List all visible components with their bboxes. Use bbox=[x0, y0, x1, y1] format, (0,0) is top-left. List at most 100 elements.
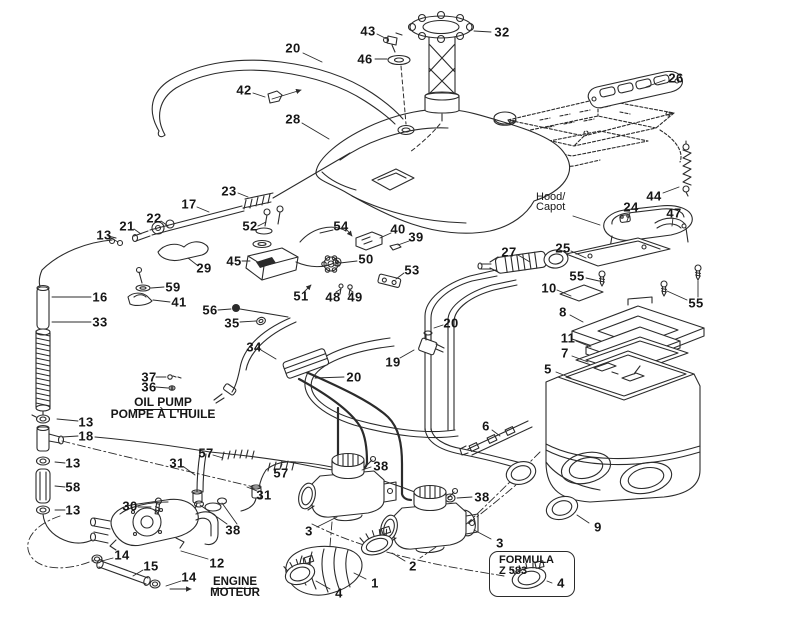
hood-spring bbox=[682, 140, 692, 197]
primer-pump bbox=[418, 249, 569, 471]
model-callout-box: FORMULA Z 583 bbox=[489, 551, 575, 597]
callout-38: 38 bbox=[225, 522, 241, 538]
leader-line bbox=[473, 529, 492, 540]
leader-line bbox=[54, 461, 66, 464]
leader-line bbox=[280, 463, 283, 468]
callout-15: 15 bbox=[143, 558, 159, 574]
callout-51: 51 bbox=[293, 288, 309, 304]
leader-line bbox=[569, 314, 584, 323]
callout-24: 24 bbox=[623, 199, 639, 215]
engine-label-en: ENGINE bbox=[212, 576, 258, 589]
leader-line bbox=[395, 272, 405, 280]
callout-46: 46 bbox=[357, 51, 373, 67]
fuel-gauge bbox=[407, 10, 475, 153]
callout-44: 44 bbox=[646, 188, 662, 204]
callout-26: 26 bbox=[668, 70, 684, 86]
leader-line bbox=[160, 220, 169, 227]
leader-line bbox=[546, 580, 553, 584]
callout-34: 34 bbox=[246, 339, 262, 355]
callout-6: 6 bbox=[482, 418, 490, 434]
leader-line bbox=[361, 466, 372, 471]
leader-line bbox=[391, 552, 406, 562]
leader-line bbox=[645, 79, 666, 88]
leader-line bbox=[152, 299, 171, 303]
callout-14: 14 bbox=[181, 569, 197, 585]
callout-13: 13 bbox=[65, 455, 81, 471]
grommets bbox=[456, 461, 579, 537]
leader-line bbox=[517, 254, 531, 263]
oil-pump-label-en: OIL PUMP bbox=[134, 395, 192, 410]
leader-line bbox=[556, 289, 572, 297]
fuel-filter-column bbox=[31, 284, 93, 544]
oil-pump-label-fr: POMPE À L'HUILE bbox=[110, 407, 216, 421]
leader-line bbox=[316, 516, 338, 528]
leader-line bbox=[239, 320, 257, 323]
leader-line bbox=[376, 33, 388, 40]
gauge-fitting bbox=[382, 32, 411, 125]
oil-pump-label: OIL PUMP POMPE À L'HUILE bbox=[88, 395, 238, 421]
callout-37: 37 bbox=[141, 369, 157, 385]
leader-line bbox=[180, 550, 209, 560]
callout-20: 20 bbox=[346, 369, 362, 385]
fuel-tank bbox=[315, 108, 570, 234]
callout-3: 3 bbox=[305, 523, 313, 539]
formula-clamp bbox=[511, 560, 547, 589]
callout-55: 55 bbox=[688, 295, 704, 311]
callout-23: 23 bbox=[221, 183, 237, 199]
callout-16: 16 bbox=[92, 289, 108, 305]
callout-11: 11 bbox=[560, 330, 576, 346]
fuel-pump bbox=[89, 497, 222, 551]
leader-line bbox=[662, 186, 680, 194]
callout-28: 28 bbox=[285, 111, 301, 127]
leader-line bbox=[335, 288, 342, 293]
leader-line bbox=[626, 212, 631, 222]
callout-14: 14 bbox=[114, 547, 130, 563]
callout-49: 49 bbox=[347, 289, 363, 305]
callout-5: 5 bbox=[544, 361, 552, 377]
callout-53: 53 bbox=[404, 262, 420, 278]
callout-29: 29 bbox=[196, 260, 212, 276]
hose-clamp-4 bbox=[283, 554, 316, 586]
leader-line bbox=[165, 580, 182, 587]
callout-13: 13 bbox=[65, 502, 81, 518]
leader-line bbox=[671, 217, 674, 227]
model-number: Z 583 bbox=[499, 565, 528, 577]
leader-line bbox=[576, 514, 590, 524]
leader-line bbox=[212, 454, 224, 459]
callout-25: 25 bbox=[555, 240, 571, 256]
leader-line bbox=[237, 192, 249, 198]
leader-line bbox=[54, 485, 66, 488]
leader-lines bbox=[51, 30, 699, 592]
callout-31: 31 bbox=[169, 455, 185, 471]
support-bracket bbox=[459, 420, 533, 456]
callout-4: 4 bbox=[557, 575, 565, 591]
leader-line bbox=[353, 572, 367, 580]
callout-40: 40 bbox=[390, 221, 406, 237]
leader-line bbox=[260, 349, 277, 360]
callout-38: 38 bbox=[373, 458, 389, 474]
callout-54: 54 bbox=[333, 218, 349, 234]
leader-line bbox=[183, 466, 196, 476]
leader-line bbox=[339, 260, 358, 264]
leader-line bbox=[196, 206, 210, 213]
engine-label-fr: MOTEUR bbox=[210, 586, 260, 599]
callout-9: 9 bbox=[594, 519, 602, 535]
callout-18: 18 bbox=[78, 428, 94, 444]
leader-line bbox=[399, 349, 415, 359]
callout-41: 41 bbox=[171, 294, 187, 310]
leader-line bbox=[252, 92, 266, 98]
callout-19: 19 bbox=[385, 354, 401, 370]
callout-13: 13 bbox=[78, 414, 94, 430]
leader-line bbox=[61, 435, 79, 438]
leader-line bbox=[155, 386, 169, 389]
leader-line bbox=[302, 52, 323, 63]
callout-55: 55 bbox=[569, 268, 585, 284]
callout-20: 20 bbox=[285, 40, 301, 56]
callout-20: 20 bbox=[443, 315, 459, 331]
leader-line bbox=[456, 496, 473, 499]
callout-32: 32 bbox=[494, 24, 510, 40]
carburetor-left bbox=[298, 452, 397, 522]
callout-13: 13 bbox=[96, 227, 112, 243]
leader-line bbox=[319, 229, 334, 234]
